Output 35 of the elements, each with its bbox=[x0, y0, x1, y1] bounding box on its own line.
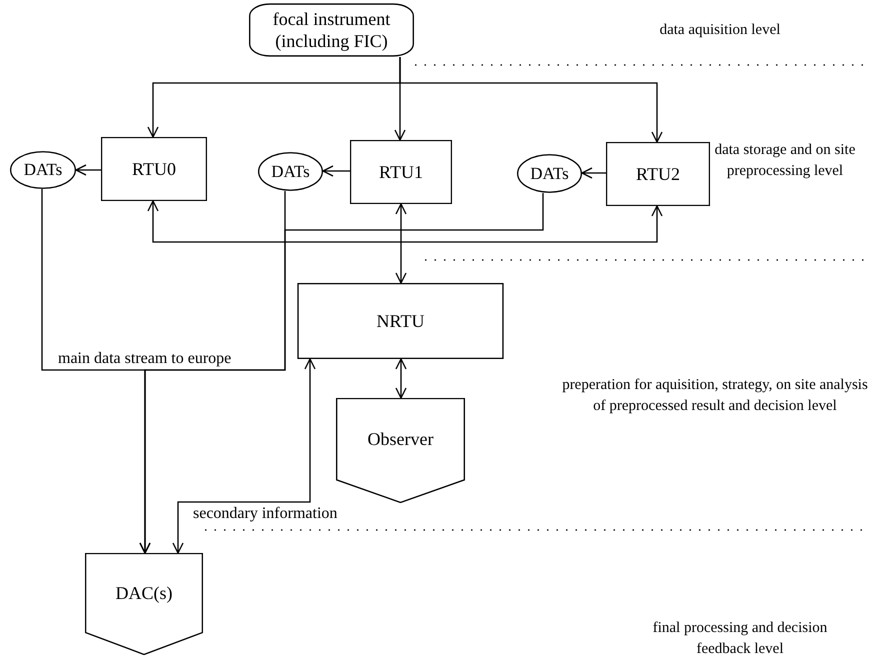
process-box bbox=[606, 142, 710, 206]
process-box bbox=[297, 283, 504, 359]
arrow bbox=[322, 165, 350, 177]
process-box bbox=[101, 137, 207, 201]
instrument-box bbox=[248, 3, 415, 57]
arrow bbox=[395, 358, 407, 399]
level-label: final processing and decision feedback level bbox=[652, 619, 828, 656]
edge-label: secondary information bbox=[191, 506, 340, 522]
node-label: Observer bbox=[366, 428, 434, 451]
storage-ellipse bbox=[258, 152, 323, 191]
node-label: NRTU bbox=[376, 310, 426, 332]
arrow bbox=[399, 57, 663, 143]
arrow bbox=[581, 167, 606, 179]
storage-ellipse bbox=[10, 151, 76, 189]
node-label: focal instrument (including FIC) bbox=[272, 8, 392, 52]
offpage-shape bbox=[336, 398, 465, 503]
node-label: DATs bbox=[24, 159, 62, 181]
node-label: RTU0 bbox=[131, 158, 177, 180]
node-label: RTU2 bbox=[635, 162, 681, 186]
offpage-shape bbox=[85, 553, 203, 655]
node-label: DATs bbox=[530, 162, 569, 184]
arrow bbox=[147, 200, 663, 243]
storage-ellipse bbox=[517, 154, 582, 193]
arrow bbox=[172, 358, 316, 554]
arrow bbox=[139, 193, 544, 554]
level-label: data aquisition level bbox=[658, 21, 782, 40]
arrow bbox=[75, 164, 101, 176]
arrow bbox=[395, 203, 407, 284]
node-label: RTU1 bbox=[378, 160, 424, 184]
level-label: data storage and on site preprocessing level bbox=[714, 141, 856, 181]
edge-label: main data stream to europe bbox=[56, 351, 234, 367]
node-label: DATs bbox=[271, 160, 310, 182]
level-label: preperation for aquisition, strategy, on site analysis of preprocessed result and decision level bbox=[561, 376, 869, 416]
node-label: DAC(s) bbox=[114, 582, 174, 604]
process-box bbox=[350, 140, 452, 204]
